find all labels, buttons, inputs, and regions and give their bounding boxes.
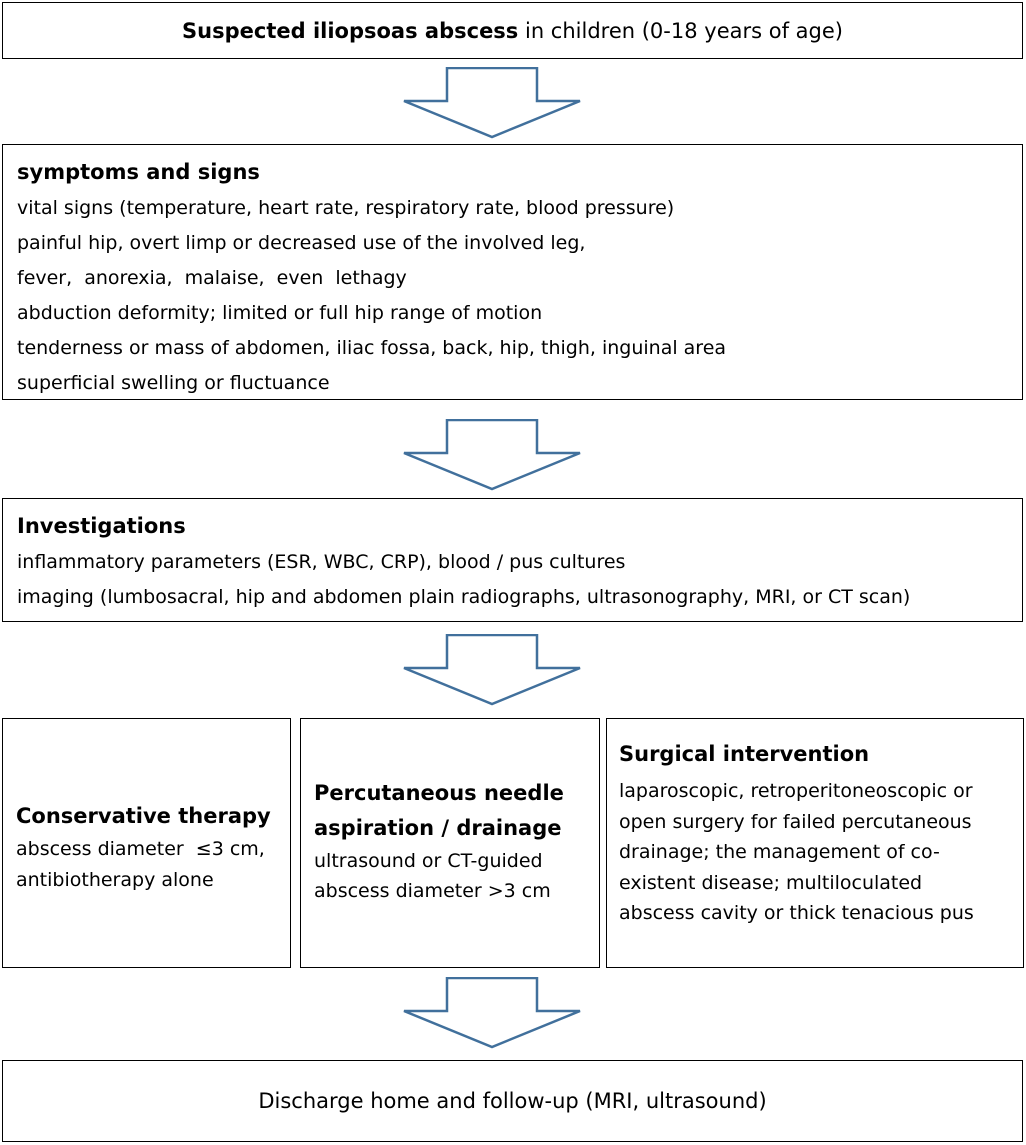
percutaneous-content: Percutaneous needle aspiration / drainag… xyxy=(314,776,599,907)
surgical-line: open surgery for failed percutaneous xyxy=(619,810,972,833)
investigation-line: inflammatory parameters (ESR, WBC, CRP),… xyxy=(17,551,626,573)
down-arrow-icon xyxy=(402,634,582,706)
conservative-line: antibiotherapy alone xyxy=(16,868,214,891)
investigations-box: Investigations inflammatory parameters (… xyxy=(2,498,1023,622)
conservative-line: abscess diameter ≤3 cm, xyxy=(16,838,265,860)
down-arrow-icon xyxy=(402,419,582,491)
conservative-therapy-box: Conservative therapy abscess diameter ≤3… xyxy=(2,718,291,968)
surgical-line: laparoscopic, retroperitoneoscopic or xyxy=(619,780,973,802)
investigation-line: imaging (lumbosacral, hip and abdomen pl… xyxy=(17,586,911,608)
surgical-line: drainage; the management of co- xyxy=(619,841,940,863)
down-arrow-icon xyxy=(402,67,582,139)
discharge-text: Discharge home and follow-up (MRI, ultra… xyxy=(258,1089,767,1113)
percutaneous-heading-line: Percutaneous needle xyxy=(314,780,564,805)
surgical-line: abscess cavity or thick tenacious pus xyxy=(619,902,974,924)
percutaneous-line: ultrasound or CT-guided xyxy=(314,849,543,872)
surgical-heading: Surgical intervention xyxy=(619,742,870,766)
symptoms-box: symptoms and signs vital signs (temperat… xyxy=(2,144,1023,400)
symptom-line: tenderness or mass of abdomen, iliac fos… xyxy=(17,337,727,359)
investigations-heading: Investigations xyxy=(17,514,186,538)
symptom-line: abduction deformity; limited or full hip… xyxy=(17,302,543,324)
surgical-line: existent disease; multiloculated xyxy=(619,871,923,894)
start-box-text: Suspected iliopsoas abscess in children … xyxy=(182,19,843,43)
conservative-content: Conservative therapy abscess diameter ≤3… xyxy=(16,799,290,895)
discharge-box: Discharge home and follow-up (MRI, ultra… xyxy=(2,1060,1023,1142)
symptom-line: superficial swelling or fluctuance xyxy=(17,372,330,394)
start-box-rest: in children (0-18 years of age) xyxy=(518,18,843,43)
symptom-line: fever, anorexia, malaise, even lethagy xyxy=(17,267,407,289)
percutaneous-line: abscess diameter >3 cm xyxy=(314,880,551,902)
percutaneous-drainage-box: Percutaneous needle aspiration / drainag… xyxy=(300,718,600,968)
start-box: Suspected iliopsoas abscess in children … xyxy=(2,2,1023,59)
percutaneous-heading-line: aspiration / drainage xyxy=(314,815,562,840)
symptoms-heading: symptoms and signs xyxy=(17,160,260,184)
start-box-bold: Suspected iliopsoas abscess xyxy=(182,18,519,43)
symptom-line: painful hip, overt limp or decreased use… xyxy=(17,232,586,254)
conservative-heading: Conservative therapy xyxy=(16,804,271,828)
percutaneous-heading: Percutaneous needle aspiration / drainag… xyxy=(314,776,599,846)
surgical-intervention-box: Surgical intervention laparoscopic, retr… xyxy=(606,718,1024,968)
symptom-line: vital signs (temperature, heart rate, re… xyxy=(17,197,675,219)
surgical-content: Surgical intervention laparoscopic, retr… xyxy=(619,737,1023,929)
down-arrow-icon xyxy=(402,977,582,1049)
